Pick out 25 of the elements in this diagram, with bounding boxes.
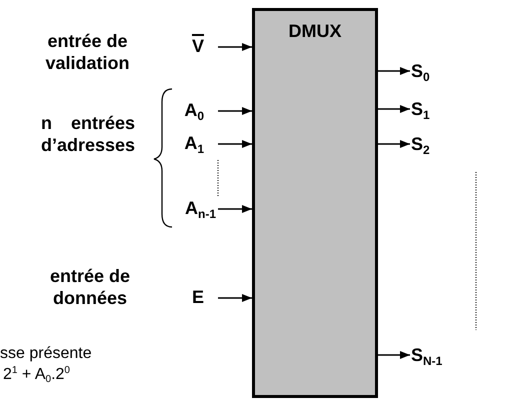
signal-arrow (218, 43, 252, 51)
demultiplexer-block (252, 8, 378, 398)
signal-arrow (218, 140, 252, 148)
signal-arrow (378, 105, 410, 113)
signal-name: A$_{n-1}$ (158, 198, 216, 224)
signal-arrow (218, 205, 252, 213)
signal-name: E (180, 287, 204, 307)
input-description: n entrées d’adresses (40, 112, 136, 156)
signal-name: A$_{0}$ (170, 100, 204, 126)
signal-name: V (180, 36, 204, 56)
block-title: DMUX (288, 21, 342, 42)
note-text: 2$^{1}$ + A$_{0}$.2$^{0}$ (3, 364, 70, 387)
signal-name: S$_{2}$ (411, 134, 441, 160)
signal-arrow (378, 140, 410, 148)
signal-name: S$_{N-1}$ (411, 345, 461, 371)
note-text: sse présente (0, 345, 92, 363)
signal-arrow (378, 351, 410, 359)
signal-arrow (378, 67, 410, 75)
signal-name: S$_{0}$ (411, 61, 441, 87)
input-description: entrée de validation (44, 30, 130, 74)
signal-arrow (218, 107, 252, 115)
signal-name: S$_{1}$ (411, 99, 441, 125)
input-description: entrée de données (48, 265, 132, 309)
signal-arrow (218, 294, 252, 302)
signal-name: A$_{1}$ (170, 133, 204, 159)
